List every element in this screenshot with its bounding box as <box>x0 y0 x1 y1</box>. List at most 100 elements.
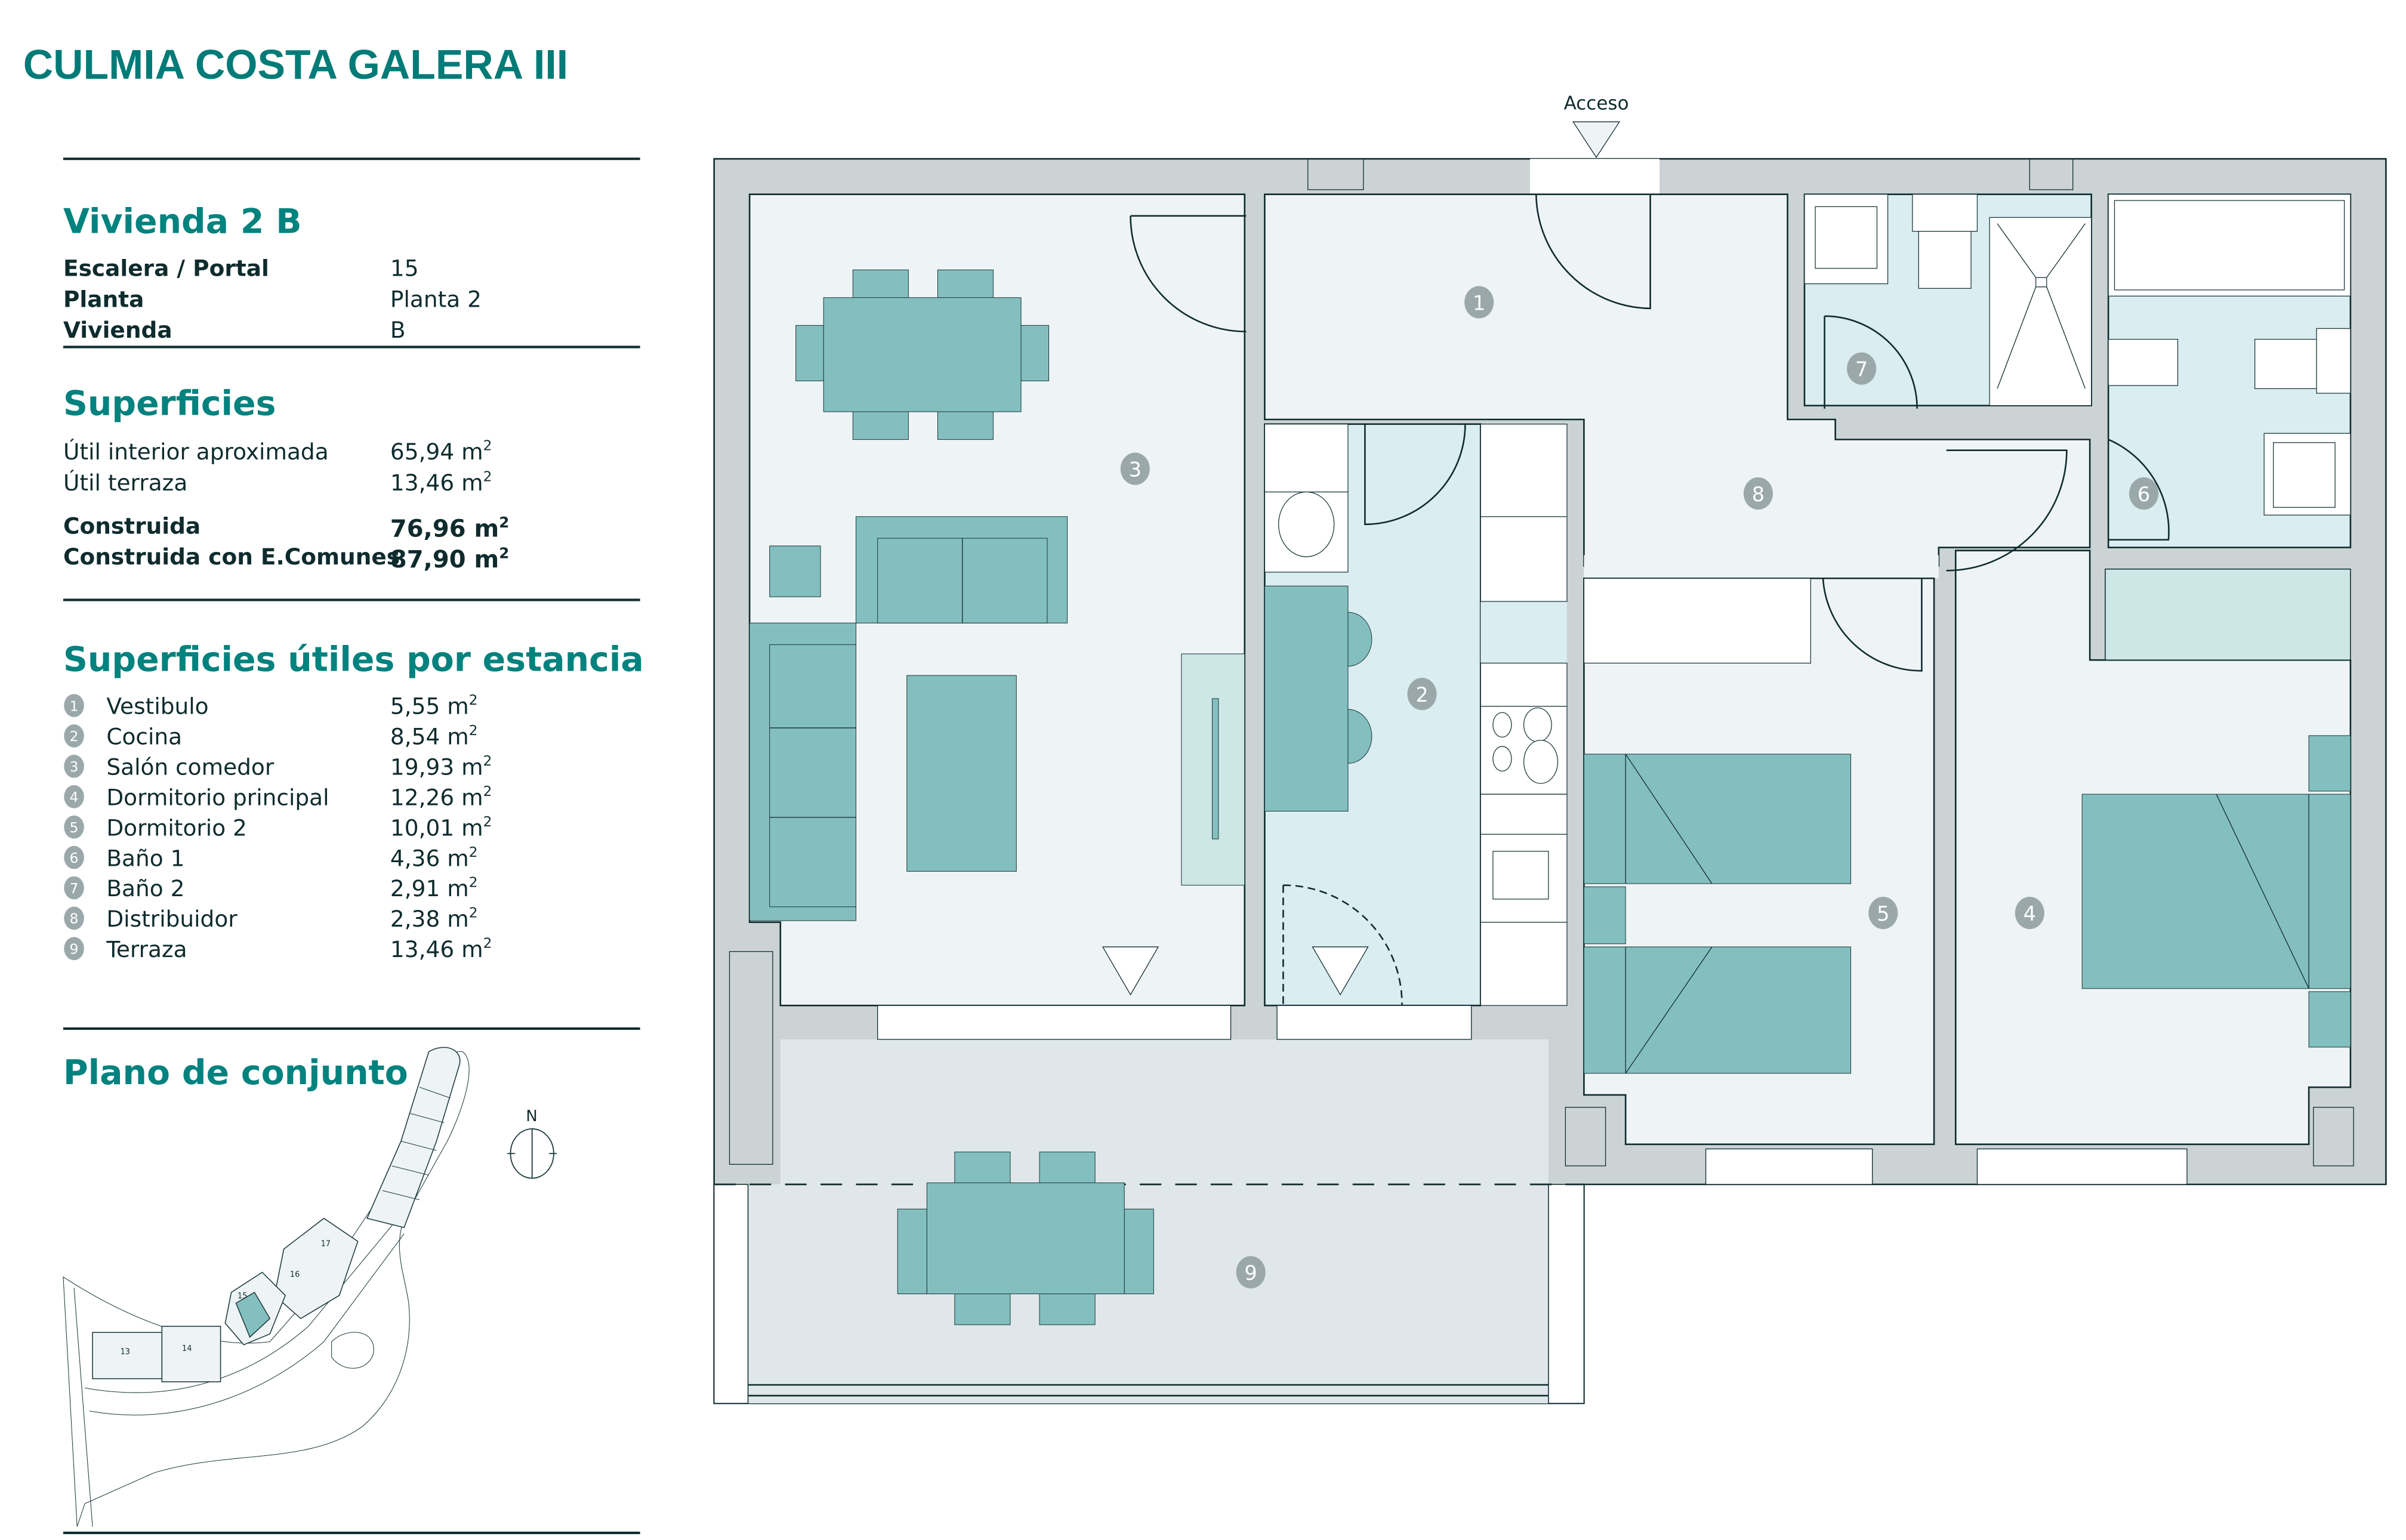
master-door <box>1946 449 2068 572</box>
rooms-title: Superficies útiles por estancia <box>63 640 644 679</box>
shower-tray <box>1989 217 2092 406</box>
double-bed <box>2081 794 2351 989</box>
fridge-column <box>1480 424 1568 602</box>
duct <box>2029 158 2074 190</box>
room-number: 4 <box>70 789 79 806</box>
sofa-long-cushions <box>769 644 856 908</box>
bidet <box>2108 338 2179 386</box>
room-number: 7 <box>70 881 79 897</box>
room-number-badge <box>64 845 84 869</box>
side-table <box>769 545 821 597</box>
room-name: Distribuidor <box>106 906 237 932</box>
access-arrow-icon <box>1572 121 1621 158</box>
bath2-door <box>1824 315 1918 409</box>
single-bed <box>1583 754 1852 884</box>
room-name: Terraza <box>106 936 187 962</box>
bath1-door <box>2108 439 2170 541</box>
room-badge <box>1868 896 1898 930</box>
planter <box>729 951 773 1165</box>
room-number: 9 <box>70 942 79 958</box>
room-area: 2,91 m2 <box>390 875 478 902</box>
room-area: 19,93 m2 <box>390 753 492 780</box>
surface-label: Útil terraza <box>63 470 187 496</box>
surface-label: Construida con E.Comunes <box>63 544 400 570</box>
toilet-tank <box>2316 328 2351 394</box>
project-title: CULMIA COSTA GALERA III <box>23 41 568 88</box>
kitchen-door <box>1364 424 1466 526</box>
room-area: 4,36 m2 <box>390 844 478 872</box>
room-name: Baño 1 <box>106 845 184 871</box>
detail-value: B <box>390 317 406 343</box>
washing-machine <box>1278 491 1335 557</box>
terrace-side <box>1548 1184 1585 1404</box>
duct <box>1307 158 1364 190</box>
site-road <box>89 1233 405 1416</box>
site-portal-label: 14 <box>182 1344 192 1353</box>
bedroom2-door <box>1822 578 1923 672</box>
room-number: 5 <box>70 820 79 836</box>
basin-bowl <box>1815 206 1878 269</box>
site-plan: 17 16 15 14 13 N <box>63 1047 557 1527</box>
exit-arrow-icon <box>1102 946 1159 996</box>
room-badge-number: 6 <box>2137 483 2150 506</box>
surfaces-list: Útil interior aproximada 65,94 m2 Útil t… <box>63 438 509 573</box>
room-badge <box>1120 452 1150 485</box>
room-badge <box>1407 677 1437 711</box>
surface-value: 87,90 m2 <box>390 545 509 574</box>
site-building <box>366 1047 461 1229</box>
room-number-badge <box>64 785 84 808</box>
room-area: 12,26 m2 <box>390 783 492 811</box>
site-plan-title: Plano de conjunto <box>63 1053 408 1092</box>
window <box>1705 1148 1873 1185</box>
surface-value: 65,94 m2 <box>390 438 492 465</box>
room-name: Dormitorio 2 <box>106 814 247 841</box>
surfaces-title: Superficies <box>63 384 276 423</box>
hob-icon <box>1492 707 1559 784</box>
access-label: Acceso <box>1564 93 1629 115</box>
terrace-area <box>780 1039 1549 1184</box>
kitchen-balcony-door <box>1283 884 1403 1006</box>
floor-plan: Acceso <box>713 93 2387 1405</box>
room-badge-number: 9 <box>1244 1261 1257 1285</box>
stool <box>1347 709 1372 764</box>
pillar <box>1565 1107 1606 1166</box>
terrace-table <box>926 1182 1125 1295</box>
room-number-badge <box>64 937 84 961</box>
coffee-table <box>906 675 1017 872</box>
room-number: 1 <box>70 698 79 714</box>
detail-label: Escalera / Portal <box>63 255 269 282</box>
window <box>1276 1005 1472 1040</box>
room-number-badge <box>64 694 84 717</box>
room-badge-number: 4 <box>2023 902 2036 925</box>
breakfast-bar <box>1264 585 1349 812</box>
room-number: 8 <box>70 911 79 927</box>
room-badge-number: 2 <box>1415 683 1428 706</box>
bed-sheet-line <box>1625 946 1713 1074</box>
detail-value: 15 <box>390 255 419 282</box>
room-badge-number: 3 <box>1129 458 1142 482</box>
room-badge <box>1464 286 1494 319</box>
site-portal-label: 16 <box>290 1270 300 1279</box>
site-portal-label: 17 <box>321 1239 331 1248</box>
entry-door <box>1535 194 1651 310</box>
site-unit-highlight <box>235 1291 271 1338</box>
bed-sheet-line <box>1625 754 1713 884</box>
room-area: 5,55 m2 <box>390 692 478 720</box>
room-number-badge <box>64 724 84 748</box>
site-building <box>274 1217 359 1319</box>
room-number-badge <box>64 906 84 930</box>
basin-bowl <box>2273 442 2336 508</box>
room-number-badge <box>64 876 84 900</box>
wardrobe <box>2105 568 2351 661</box>
room-area: 10,01 m2 <box>390 814 492 841</box>
room-badge-number: 8 <box>1752 483 1765 506</box>
site-pond <box>331 1332 374 1369</box>
